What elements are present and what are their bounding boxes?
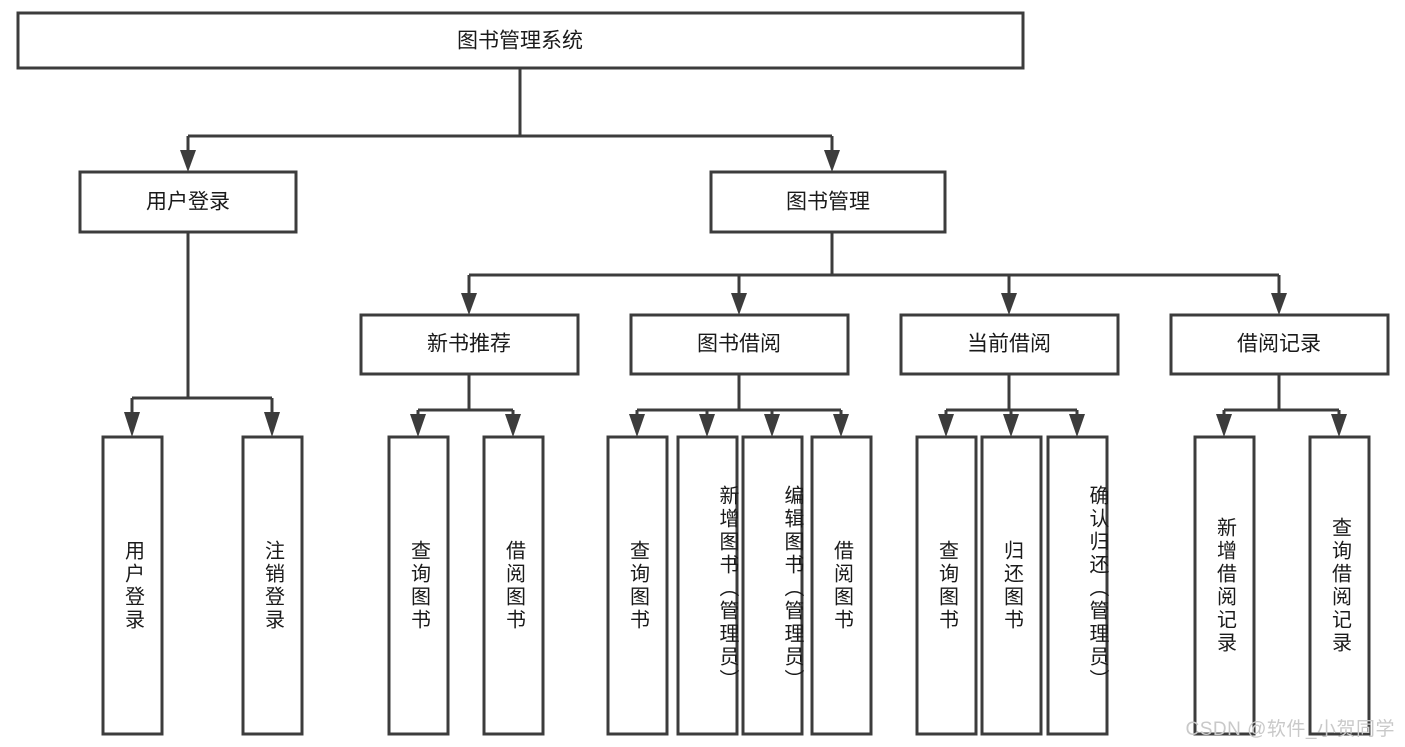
node-user-login-box[interactable]: [78, 170, 298, 234]
arrow-to-borrow-record: [1271, 293, 1287, 315]
node-book-management[interactable]: 图书管理: [709, 170, 947, 234]
arrow-leaf-borrow-4: [833, 414, 849, 437]
node-borrow-record[interactable]: 借阅记录: [1169, 313, 1390, 376]
leaf-box-current-return[interactable]: [980, 435, 1043, 736]
node-borrow-record-label: 借阅记录: [1237, 333, 1321, 356]
arrow-to-user-login: [180, 150, 196, 172]
arrow-to-current-borrow: [1001, 293, 1017, 315]
leaf-box-record-add[interactable]: [1193, 435, 1256, 736]
leaf-box-newbook-query[interactable]: [387, 435, 450, 736]
arrow-leaf-user-2: [264, 412, 280, 437]
arrow-leaf-current-1: [938, 414, 954, 437]
node-current-borrow-box[interactable]: [899, 313, 1120, 376]
arrow-to-book-mgmt: [824, 150, 840, 172]
leaf-box-current-confirm[interactable]: [1046, 435, 1109, 736]
arrow-leaf-newbook-1: [410, 414, 426, 437]
leaf-box-group: [101, 435, 1371, 736]
node-book-borrow[interactable]: 图书借阅: [629, 313, 850, 376]
node-new-book-recommend-box[interactable]: [359, 313, 580, 376]
connector-group: [124, 68, 1347, 437]
node-borrow-record-box[interactable]: [1169, 313, 1390, 376]
node-new-book-recommend-label: 新书推荐: [427, 333, 511, 356]
node-book-borrow-label: 图书借阅: [697, 333, 781, 356]
node-book-borrow-box[interactable]: [629, 313, 850, 376]
leaf-box-borrow-lend[interactable]: [810, 435, 873, 736]
arrow-leaf-record-2: [1331, 414, 1347, 437]
node-root-box[interactable]: [16, 11, 1025, 70]
arrow-leaf-borrow-1: [629, 414, 645, 437]
arrow-leaf-current-2: [1003, 414, 1019, 437]
arrow-leaf-user-1: [124, 412, 140, 437]
node-new-book-recommend[interactable]: 新书推荐: [359, 313, 580, 376]
watermark-text: CSDN @软件_小贺同学: [1185, 719, 1395, 740]
node-user-login[interactable]: 用户登录: [78, 170, 298, 234]
arrow-leaf-borrow-2: [699, 414, 715, 437]
node-root-label: 图书管理系统: [457, 30, 583, 53]
node-book-management-label: 图书管理: [786, 191, 870, 214]
node-current-borrow[interactable]: 当前借阅: [899, 313, 1120, 376]
leaf-box-user-login[interactable]: [101, 435, 164, 736]
arrow-leaf-newbook-2: [505, 414, 521, 437]
node-current-borrow-label: 当前借阅: [967, 333, 1051, 356]
leaf-box-record-query[interactable]: [1308, 435, 1371, 736]
node-root[interactable]: 图书管理系统: [16, 11, 1025, 70]
node-user-login-label: 用户登录: [146, 191, 230, 214]
leaf-box-user-logout[interactable]: [241, 435, 304, 736]
leaf-box-newbook-borrow[interactable]: [482, 435, 545, 736]
node-book-management-box[interactable]: [709, 170, 947, 234]
arrow-leaf-current-3: [1069, 414, 1085, 437]
leaf-box-borrow-add[interactable]: [676, 435, 739, 736]
arrow-to-book-borrow: [731, 293, 747, 315]
arrow-leaf-record-1: [1216, 414, 1232, 437]
leaf-box-borrow-query[interactable]: [606, 435, 669, 736]
arrow-to-new-book: [461, 293, 477, 315]
arrow-leaf-borrow-3: [764, 414, 780, 437]
leaf-box-current-query[interactable]: [915, 435, 978, 736]
leaf-box-borrow-edit[interactable]: [741, 435, 804, 736]
